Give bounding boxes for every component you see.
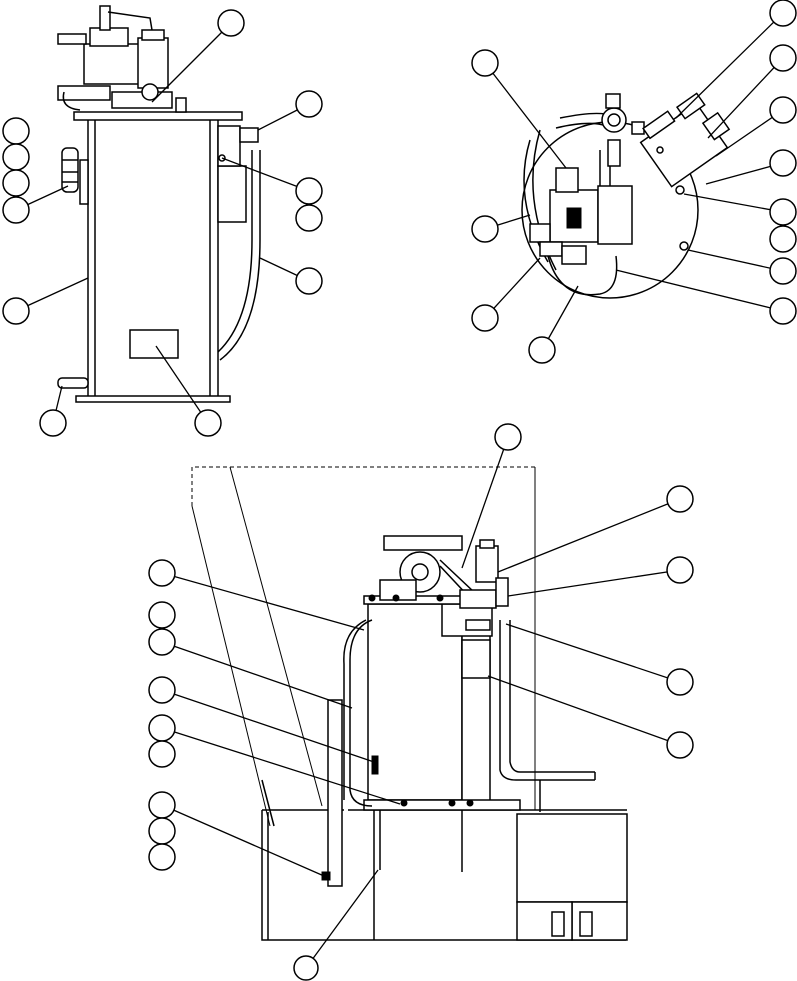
callout-bubble [471, 49, 499, 77]
callout-bubble [295, 90, 323, 118]
callout-bubble [666, 485, 694, 513]
callout-bubble [39, 409, 67, 437]
callout-bubble [217, 9, 245, 37]
callout-bubble [769, 96, 797, 124]
valve-block [83, 43, 141, 85]
pipe-right [499, 620, 595, 781]
pump [639, 92, 731, 188]
callout-bubble [2, 117, 30, 145]
callout-bubble [528, 336, 556, 364]
cover-outline [191, 466, 535, 506]
callout-bubble [769, 225, 797, 253]
callout-bubble [148, 740, 176, 768]
callout-bubble [2, 169, 30, 197]
base-plate [75, 395, 231, 403]
callout-bubble [471, 304, 499, 332]
callout-bubble [295, 204, 323, 232]
callout-bubble [148, 714, 176, 742]
filter-housing [217, 165, 247, 223]
callout-bubble [769, 149, 797, 177]
callout-bubble [2, 196, 30, 224]
callout-bubble [769, 198, 797, 226]
callout-bubble [293, 955, 319, 981]
callout-bubble [666, 556, 694, 584]
top-view [521, 92, 731, 299]
callout-bubble [194, 409, 222, 437]
callout-bubble [769, 44, 797, 72]
hose-left [349, 619, 373, 807]
callout-bubble [494, 423, 522, 451]
leader-lines [15, 12, 784, 969]
callout-bubble [2, 143, 30, 171]
callout-bubble [295, 177, 323, 205]
installed-view [191, 466, 628, 941]
callout-bubble [471, 215, 499, 243]
callout-bubble [769, 257, 797, 285]
callout-bubble [666, 668, 694, 696]
callout-bubble [666, 731, 694, 759]
callout-bubble [148, 676, 176, 704]
top-plate [73, 111, 243, 121]
label-plate [129, 329, 179, 359]
callout-bubble [148, 843, 176, 871]
callout-bubble [769, 297, 797, 325]
callout-bubble [148, 817, 176, 845]
callout-bubble [2, 297, 30, 325]
return-hose [217, 150, 253, 353]
callout-bubble [148, 559, 176, 587]
callout-bubble [148, 601, 176, 629]
callout-bubble [769, 0, 797, 27]
callout-bubble [148, 628, 176, 656]
callout-bubble [148, 791, 176, 819]
callout-bubble [295, 267, 323, 295]
side-view [57, 5, 261, 403]
